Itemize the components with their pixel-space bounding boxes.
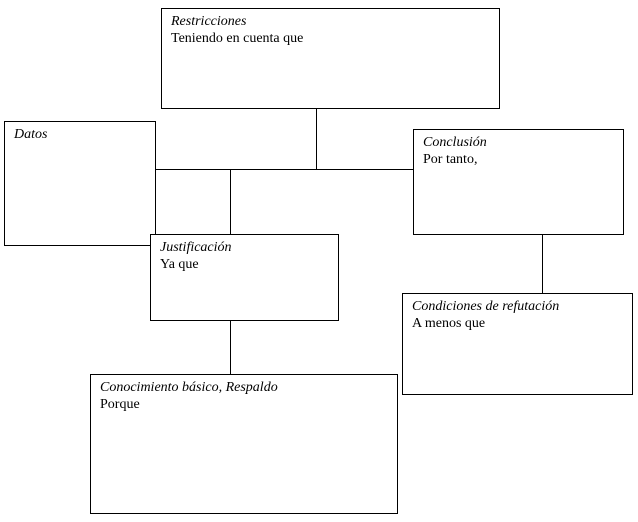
respaldo-box: Conocimiento básico, Respaldo Porque — [90, 374, 398, 514]
restricciones-title: Restricciones — [171, 14, 247, 29]
conclusion-box: Conclusión Por tanto, — [413, 129, 624, 235]
conclusion-title: Conclusión — [423, 135, 487, 150]
restricciones-box: Restricciones Teniendo en cuenta que — [161, 8, 500, 109]
connector-refutacion — [542, 234, 543, 294]
justificacion-title: Justificación — [160, 240, 232, 255]
connector-justificacion — [230, 169, 231, 235]
connector-datos-conclusion — [155, 169, 414, 170]
restricciones-text: Teniendo en cuenta que — [171, 31, 304, 46]
connector-restricciones — [316, 108, 317, 170]
respaldo-text: Porque — [100, 397, 140, 412]
refutacion-title: Condiciones de refutación — [412, 299, 560, 314]
refutacion-text: A menos que — [412, 316, 486, 331]
datos-box: Datos — [4, 121, 156, 246]
connector-respaldo — [230, 320, 231, 375]
refutacion-box: Condiciones de refutación A menos que — [402, 293, 633, 395]
justificacion-box: Justificación Ya que — [150, 234, 339, 321]
datos-title: Datos — [14, 127, 48, 142]
justificacion-text: Ya que — [160, 257, 199, 272]
respaldo-title: Conocimiento básico, Respaldo — [100, 380, 278, 395]
conclusion-text: Por tanto, — [423, 152, 478, 167]
